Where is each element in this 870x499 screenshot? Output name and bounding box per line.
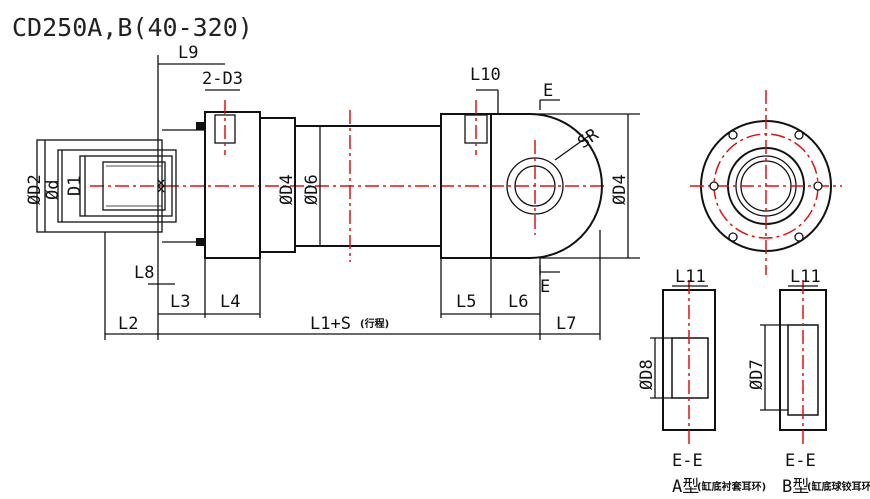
label-D2: ØD2 (25, 174, 45, 205)
label-D4-left: ØD4 (277, 174, 297, 205)
section-a-name: E-E (672, 451, 703, 471)
label-L10: L10 (470, 65, 501, 85)
label-L3: L3 (170, 292, 190, 312)
label-E-top: E (543, 81, 553, 101)
label-L11-b: L11 (790, 267, 821, 287)
dimension-lines (44, 55, 640, 340)
label-D6: ØD6 (302, 174, 322, 205)
label-L7: L7 (556, 314, 576, 334)
label-L1-S: L1+S (310, 314, 351, 334)
label-2-D3: 2-D3 (202, 69, 243, 89)
label-L5: L5 (456, 292, 476, 312)
label-stroke: (行程) (360, 317, 389, 330)
label-d: Ød (43, 180, 63, 200)
label-D8: ØD8 (637, 359, 657, 390)
label-D1: D1 (65, 176, 85, 196)
label-L9: L9 (178, 43, 198, 63)
section-a (650, 280, 716, 445)
section-b-type: B型 (782, 477, 809, 497)
label-SR: SR (574, 124, 603, 153)
label-L8: L8 (134, 263, 154, 283)
section-b-caption: (缸底球铰耳环) (807, 480, 870, 493)
label-L2: L2 (118, 314, 138, 334)
label-L11-a: L11 (675, 267, 706, 287)
end-view (690, 90, 842, 275)
section-b (760, 280, 827, 445)
section-a-caption: (缸底衬套耳环) (697, 480, 766, 493)
label-L4: L4 (220, 292, 240, 312)
label-D4-right: ØD4 (610, 174, 630, 205)
label-E-bottom: E (540, 277, 550, 297)
cylinder-body (196, 100, 603, 262)
section-a-type: A型 (672, 477, 699, 497)
drawing-title: CD250A,B(40-320) (12, 13, 253, 42)
section-b-name: E-E (785, 451, 816, 471)
label-D7: ØD7 (747, 359, 767, 390)
label-L6: L6 (508, 292, 528, 312)
